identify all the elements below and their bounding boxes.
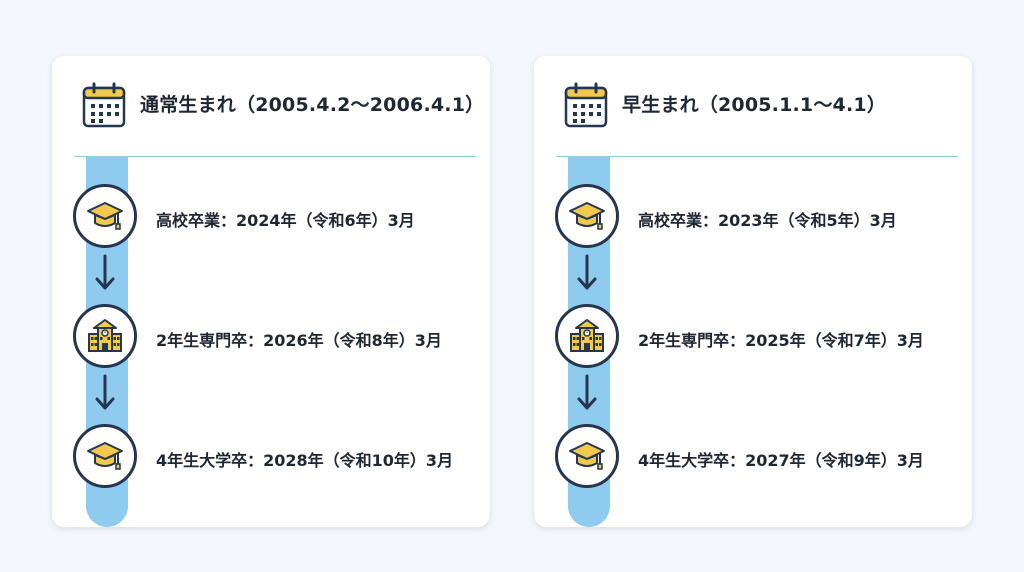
stage-label-high-school: 高校卒業：2024年（令和6年）3月 xyxy=(156,211,415,230)
stage-label-high-school: 高校卒業：2023年（令和5年）3月 xyxy=(638,211,897,230)
stage-high-school xyxy=(73,184,137,248)
arrow-down-icon xyxy=(95,254,115,292)
stage-label-vocational-school: 2年生専門卒：2025年（令和7年）3月 xyxy=(638,331,924,350)
arrow-down-icon xyxy=(95,374,115,412)
stage-label-university: 4年生大学卒：2028年（令和10年）3月 xyxy=(156,451,454,470)
graduation-cap-icon xyxy=(568,437,606,475)
card-title: 通常生まれ（2005.4.2〜2006.4.1） xyxy=(140,94,485,116)
school-building-icon xyxy=(568,317,606,355)
normal-birth-card: 通常生まれ（2005.4.2〜2006.4.1） 高校卒業：2024年（令和6年… xyxy=(52,56,490,527)
graduation-cap-icon xyxy=(568,197,606,235)
school-building-icon xyxy=(86,317,124,355)
stage-label-vocational-school: 2年生専門卒：2026年（令和8年）3月 xyxy=(156,331,442,350)
calendar-icon xyxy=(82,82,126,128)
early-birth-card: 早生まれ（2005.1.1〜4.1） 高校卒業：2023年（令和5年）3月 2年… xyxy=(534,56,972,527)
graduation-cap-icon xyxy=(86,437,124,475)
card-title: 早生まれ（2005.1.1〜4.1） xyxy=(622,94,887,116)
stage-university xyxy=(73,424,137,488)
stage-vocational-school xyxy=(73,304,137,368)
divider xyxy=(74,156,476,157)
arrow-down-icon xyxy=(577,374,597,412)
divider xyxy=(556,156,958,157)
calendar-icon xyxy=(564,82,608,128)
arrow-down-icon xyxy=(577,254,597,292)
stage-university xyxy=(555,424,619,488)
stage-label-university: 4年生大学卒：2027年（令和9年）3月 xyxy=(638,451,924,470)
stage-high-school xyxy=(555,184,619,248)
stage-vocational-school xyxy=(555,304,619,368)
graduation-cap-icon xyxy=(86,197,124,235)
